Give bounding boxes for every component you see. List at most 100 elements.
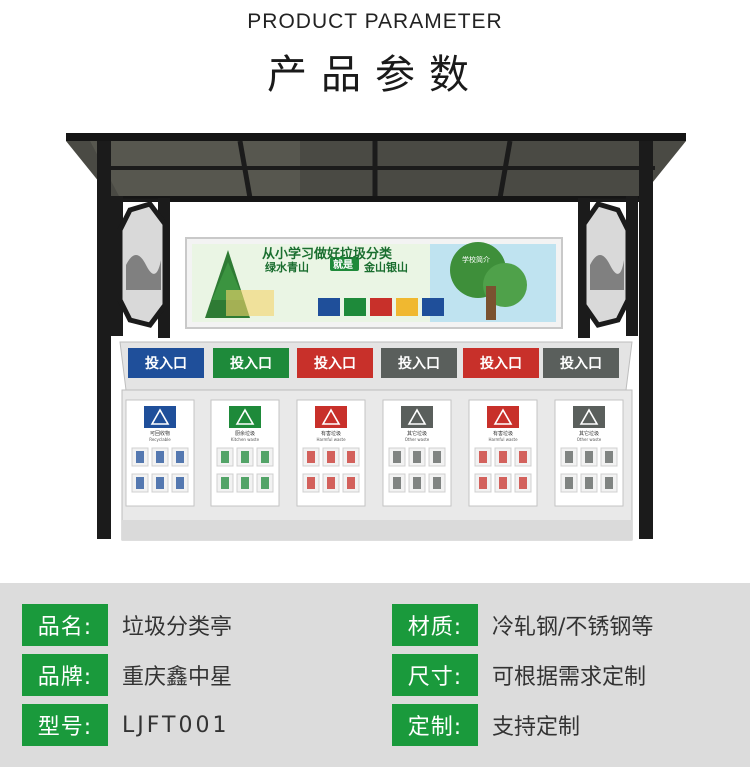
banner-small-note: 学校简介 [462, 255, 490, 264]
item-glyph [307, 451, 315, 463]
param-label: 尺寸: [392, 654, 478, 696]
item-glyph [393, 477, 401, 489]
right-octagon-window [581, 201, 631, 328]
slot-label: 投入口 [314, 356, 356, 372]
item-glyph [499, 477, 507, 489]
item-glyph [433, 451, 441, 463]
slot-label: 投入口 [145, 356, 187, 372]
banner-slogan-right: 金山银山 [363, 260, 408, 274]
param-value: 可根据需求定制 [492, 665, 647, 690]
item-glyph [136, 451, 144, 463]
slot-label: 投入口 [230, 356, 272, 372]
param-value: 冷轧钢/不锈钢等 [492, 615, 654, 640]
sign-name: 有害垃圾 [321, 430, 341, 437]
item-glyph [433, 477, 441, 489]
title-zh: 产品参数 [267, 52, 483, 98]
sign-name: 其它垃圾 [579, 430, 599, 437]
slot-label: 投入口 [480, 356, 522, 372]
item-glyph [347, 451, 355, 463]
item-glyph [156, 451, 164, 463]
sign-name-en: Harmful waste [316, 437, 346, 442]
sign-name: 可回收物 [150, 430, 170, 437]
sign-name-en: Kitchen waste [231, 437, 260, 442]
item-glyph [565, 477, 573, 489]
deposit-slot-6: 投入口 [543, 348, 619, 378]
param-label: 定制: [392, 704, 478, 746]
param-label: 品牌: [22, 654, 108, 696]
item-glyph [241, 451, 249, 463]
title-en: PRODUCT PARAMETER [247, 10, 503, 33]
param-label: 型号: [22, 704, 108, 746]
banner-title: 从小学习做好垃圾分类 [262, 246, 393, 262]
recycle-icon [150, 408, 170, 425]
item-glyph [261, 477, 269, 489]
param-row-name: 品名: 垃圾分类亭 [22, 604, 232, 646]
deposit-slot-2: 投入口 [213, 348, 289, 378]
item-glyph [221, 477, 229, 489]
param-value: 支持定制 [492, 715, 581, 740]
param-value: 垃圾分类亭 [122, 615, 233, 640]
slot-panel [213, 348, 289, 378]
pavilion-illustration: 从小学习做好垃圾分类 绿水青山 就是 金山银山 学校简介 投入口可回收物Recy… [66, 133, 686, 541]
deposit-slot-5: 投入口 [463, 348, 539, 378]
recycle-icon [493, 408, 513, 425]
item-glyph [413, 451, 421, 463]
recycle-icon [579, 408, 599, 425]
item-glyph [393, 451, 401, 463]
left-octagon-window [117, 201, 168, 328]
param-table: 品名: 垃圾分类亭 材质: 冷轧钢/不锈钢等 品牌: 重庆鑫中星 尺寸: 可根据… [0, 583, 750, 767]
item-glyph [327, 477, 335, 489]
sign-name: 有害垃圾 [493, 430, 513, 437]
param-row-brand: 品牌: 重庆鑫中星 [22, 654, 232, 696]
item-glyph [327, 451, 335, 463]
promo-banner: 从小学习做好垃圾分类 绿水青山 就是 金山银山 学校简介 [185, 237, 563, 329]
slot-label: 投入口 [560, 356, 602, 372]
item-glyph [347, 477, 355, 489]
item-glyph [176, 477, 184, 489]
item-glyph [221, 451, 229, 463]
item-glyph [605, 451, 613, 463]
item-glyph [261, 451, 269, 463]
deposit-slot-4: 投入口 [381, 348, 457, 378]
item-glyph [565, 451, 573, 463]
item-glyph [136, 477, 144, 489]
item-glyph [605, 477, 613, 489]
recycle-icon [235, 408, 255, 425]
param-label: 材质: [392, 604, 478, 646]
sign-name-en: Recyclable [149, 437, 171, 442]
param-row-custom: 定制: 支持定制 [392, 704, 580, 746]
param-row-model: 型号: LJFT001 [22, 704, 229, 746]
slot-panel [463, 348, 539, 378]
banner-slogan-left: 绿水青山 [265, 260, 309, 274]
param-row-material: 材质: 冷轧钢/不锈钢等 [392, 604, 653, 646]
recycle-icon [407, 408, 427, 425]
sign-name-en: Harmful waste [488, 437, 518, 442]
item-glyph [156, 477, 164, 489]
sign-name-en: Other waste [405, 437, 430, 442]
item-glyph [176, 451, 184, 463]
deposit-slot-3: 投入口 [297, 348, 373, 378]
item-glyph [499, 451, 507, 463]
pavilion-roof [66, 133, 686, 202]
sign-name: 其它垃圾 [407, 430, 427, 437]
page-header: PRODUCT PARAMETER 产品参数 [0, 0, 750, 120]
deposit-slot-1: 投入口 [128, 348, 204, 378]
param-label: 品名: [22, 604, 108, 646]
sign-name-en: Other waste [577, 437, 602, 442]
item-glyph [413, 477, 421, 489]
bin-cabinet [119, 341, 633, 541]
param-value: 重庆鑫中星 [122, 665, 233, 690]
slot-panel [128, 348, 204, 378]
slot-label: 投入口 [398, 356, 440, 372]
item-glyph [519, 451, 527, 463]
item-glyph [585, 477, 593, 489]
recycle-icon [321, 408, 341, 425]
item-glyph [307, 477, 315, 489]
sign-name: 厨余垃圾 [235, 430, 255, 437]
slot-panel [297, 348, 373, 378]
item-glyph [241, 477, 249, 489]
